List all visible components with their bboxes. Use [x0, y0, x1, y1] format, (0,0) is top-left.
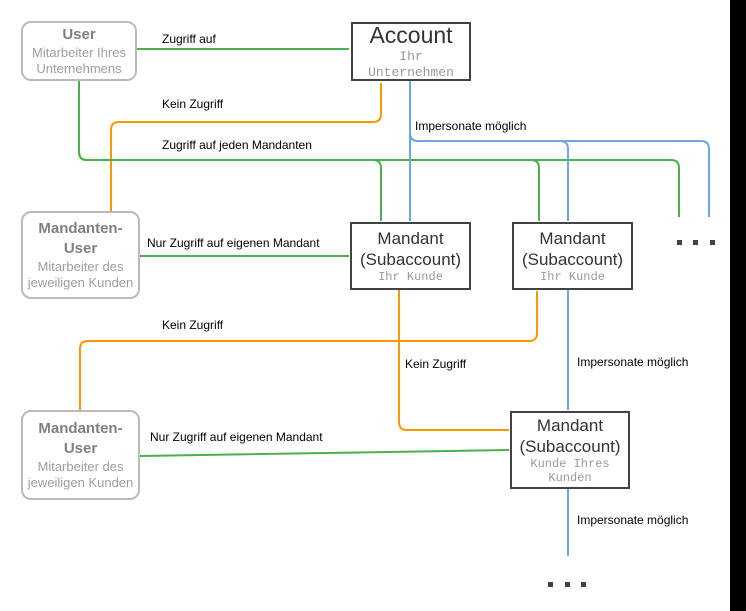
- node-mandant-sub-subtitle-1: Kunde Ihres: [530, 457, 610, 471]
- edge-label-kein-zugriff-account: Kein Zugriff: [162, 97, 224, 111]
- edge-label-impersonate-mid: Impersonate möglich: [577, 355, 689, 369]
- edge-zugriff-jeden-mandant-ellipsis: [78, 81, 680, 217]
- edge-label-zugriff-jeden-mandanten: Zugriff auf jeden Mandanten: [162, 138, 312, 152]
- edge-kein-zugriff-to-mandant3: [398, 290, 509, 431]
- node-mandanten-user-top-title-1: Mandanten-: [38, 220, 123, 237]
- edge-impersonate-mandant-2: [409, 81, 569, 221]
- node-user-subtitle-2: Unternehmens: [36, 61, 122, 76]
- edge-label-impersonate-bottom: Impersonate möglich: [577, 513, 689, 527]
- node-mandant-sub: Mandant (Subaccount) Kunde Ihres Kunden: [510, 411, 630, 489]
- node-mandant-right: Mandant (Subaccount) Ihr Kunde: [512, 222, 633, 290]
- node-mandanten-user-bottom-subtitle-1: Mitarbeiter des: [37, 459, 124, 474]
- node-mandant-left-title-1: Mandant: [377, 229, 444, 248]
- ellipsis-right-dot-1: [677, 240, 682, 245]
- ellipsis-bottom-dot-2: [565, 582, 570, 587]
- node-mandanten-user-top-subtitle-1: Mitarbeiter des: [37, 259, 124, 274]
- node-mandanten-user-top-title-2: User: [63, 240, 98, 257]
- node-mandant-right-subtitle: Ihr Kunde: [540, 270, 605, 284]
- node-mandant-right-title-2: (Subaccount): [521, 250, 624, 269]
- node-account: Account Ihr Unternehmen: [351, 22, 471, 81]
- ellipsis-bottom-dot-1: [548, 582, 553, 587]
- edge-label-impersonate-top: Impersonate möglich: [415, 119, 527, 133]
- ellipsis-right-dot-3: [710, 240, 715, 245]
- edge-impersonate-ellipsis: [409, 81, 710, 217]
- node-account-title: Account: [369, 22, 453, 48]
- node-user-title: User: [62, 26, 96, 43]
- edge-label-zugriff-auf: Zugriff auf: [162, 32, 216, 46]
- node-mandanten-user-bottom: Mandanten- User Mitarbeiter des jeweilig…: [21, 410, 140, 500]
- node-mandant-right-title-1: Mandant: [539, 229, 606, 248]
- edge-label-nur-zugriff-bottom: Nur Zugriff auf eigenen Mandant: [150, 430, 323, 444]
- node-user-subtitle-1: Mitarbeiter Ihres: [32, 45, 126, 60]
- node-mandant-left-subtitle: Ihr Kunde: [378, 270, 443, 284]
- node-mandant-sub-title-2: (Subaccount): [519, 437, 621, 456]
- node-mandanten-user-bottom-title-1: Mandanten-: [38, 420, 123, 437]
- node-mandanten-user-bottom-title-2: User: [63, 440, 98, 457]
- node-mandant-left: Mandant (Subaccount) Ihr Kunde: [350, 222, 471, 290]
- node-mandant-sub-title-1: Mandant: [536, 416, 604, 435]
- edge-label-kein-zugriff-mandant3: Kein Zugriff: [405, 357, 467, 371]
- node-mandanten-user-bottom-subtitle-2: jeweiligen Kunden: [27, 475, 134, 490]
- edge-kein-zugriff-to-mandant2: [79, 291, 538, 410]
- node-mandant-sub-subtitle-2: Kunden: [548, 471, 592, 485]
- edge-nur-zugriff-bottom: [139, 449, 510, 457]
- node-mandanten-user-top-subtitle-2: jeweiligen Kunden: [27, 275, 134, 290]
- node-account-subtitle: Ihr Unternehmen: [368, 49, 454, 80]
- edge-label-nur-zugriff-top: Nur Zugriff auf eigenen Mandant: [147, 236, 320, 250]
- node-mandant-left-title-2: (Subaccount): [359, 250, 462, 269]
- ellipsis-right-dot-2: [693, 240, 698, 245]
- node-user: User Mitarbeiter Ihres Unternehmens: [21, 21, 137, 81]
- edge-label-kein-zugriff-mandant2: Kein Zugriff: [162, 318, 224, 332]
- right-black-strip: [730, 0, 746, 611]
- node-mandanten-user-top: Mandanten- User Mitarbeiter des jeweilig…: [21, 211, 140, 299]
- edge-kein-zugriff-to-account: [110, 83, 382, 211]
- ellipsis-bottom-dot-3: [581, 582, 586, 587]
